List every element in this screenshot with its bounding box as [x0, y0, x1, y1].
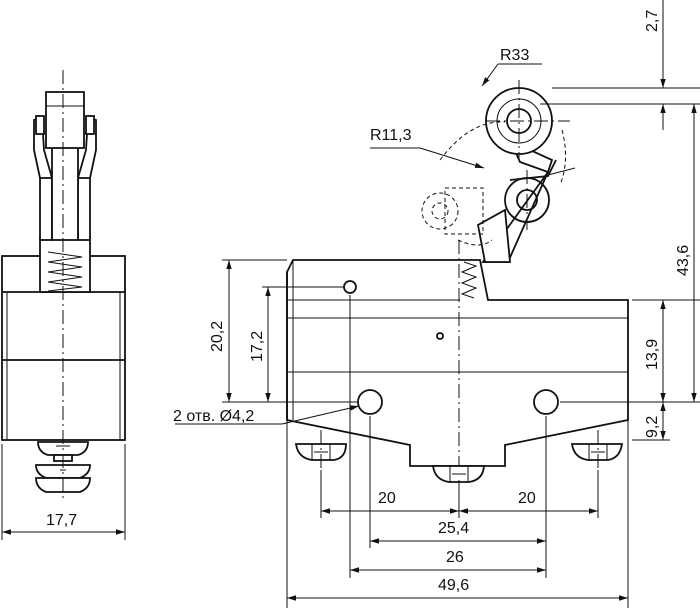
dim-9-2-label: 9,2 — [644, 416, 661, 438]
dim-26-label: 26 — [446, 549, 464, 566]
terminal-screw-middle — [431, 465, 485, 483]
r11-3-label: R11,3 — [370, 127, 412, 144]
dim-43-6-label: 43,6 — [675, 245, 692, 276]
dim-17-2-label: 17,2 — [249, 331, 266, 362]
dim-49-6-label: 49,6 — [438, 577, 469, 594]
dim-2-7-label: 2,7 — [644, 10, 661, 32]
dim-20-right-label: 20 — [518, 490, 536, 507]
dim-20-2-label: 20,2 — [209, 321, 226, 352]
side-terminal-screw — [35, 441, 91, 493]
side-roller — [45, 91, 85, 149]
dim-20-left-label: 20 — [378, 490, 396, 507]
holes-label: 2 отв. Ø4,2 — [173, 408, 254, 425]
mounting-hole-right — [533, 389, 559, 415]
side-spring — [47, 251, 83, 292]
dimensions: 20,2 17,2 2 отв. Ø4,2 2,7 43,6 13,9 9,2 … — [173, 0, 700, 608]
front-spring — [460, 261, 478, 299]
r33-label: R33 — [500, 47, 529, 64]
front-housing — [286, 259, 629, 467]
dim-13-9-label: 13,9 — [644, 339, 661, 370]
dim-17-7-label: 17,7 — [46, 512, 77, 529]
terminal-screw-left — [294, 443, 347, 461]
terminal-screw-right — [570, 443, 624, 461]
front-view — [286, 80, 629, 483]
dim-25-4-label: 25,4 — [438, 520, 469, 537]
side-view: 17,7 — [1, 70, 126, 540]
